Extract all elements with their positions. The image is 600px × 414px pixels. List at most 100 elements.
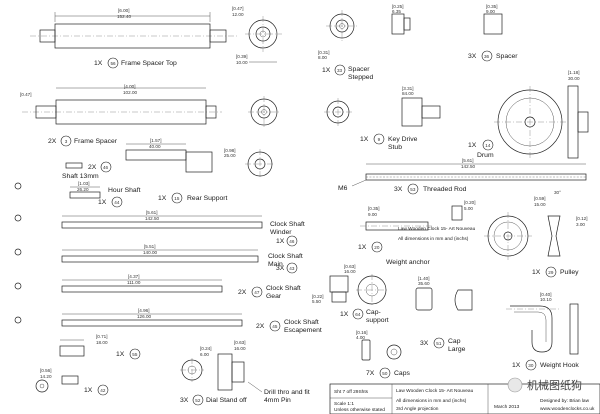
dim-ss-mm: 6.35 xyxy=(392,9,401,14)
dim-fs-in: [4.00] xyxy=(124,84,136,89)
dim-ds2-in: [0.63] xyxy=(234,340,246,345)
label-rear-support: 1X 15 Rear Support xyxy=(158,192,228,204)
clock-shaft-main-drawing: [5.51] 140.00 Clock Shaft Main 3X 43 xyxy=(61,244,303,274)
name-33a: Spacer xyxy=(348,66,370,73)
name-csg-1: Clock Shaft xyxy=(266,285,301,292)
dim-wa-mm: 9.00 xyxy=(368,212,377,217)
qty-29: 1X xyxy=(532,269,541,276)
wechat-icon xyxy=(507,377,523,393)
hour-shaft-drawing: [1.03] 26.20 Hour Shaft 1X 44 xyxy=(69,181,141,208)
dim-ss2-in: [0.31] xyxy=(318,50,330,55)
qty-15: 1X xyxy=(158,195,167,202)
num-csm: 43 xyxy=(289,266,295,271)
qty-64: 1X xyxy=(340,311,349,318)
tb-date: March 2013 xyxy=(494,404,520,410)
num-9: 9 xyxy=(378,137,381,142)
dim-cse-mm: 126.00 xyxy=(137,314,151,319)
dim-ds-mm: 6.00 xyxy=(200,352,209,357)
name-cse-2: Escapement xyxy=(284,327,322,334)
name-29: Pulley xyxy=(560,269,579,276)
pulley-drawing: 30° [0.59] 15.00 [0.12] 3.00 1X 29 Pulle… xyxy=(484,190,588,278)
qty-30: 1X xyxy=(512,362,521,369)
dim-cl-mm: 35.60 xyxy=(418,281,430,286)
num-64: 64 xyxy=(355,312,361,317)
qty-cse: 2X xyxy=(256,323,265,330)
qty-50: 7X xyxy=(366,370,375,377)
dim-hs-in: [1.03] xyxy=(78,181,90,186)
dim-sp-mm: 9.00 xyxy=(486,9,495,14)
clock-shaft-gear-drawing: [4.37] 111.00 2X 47 Clock Shaft Gear xyxy=(61,274,301,300)
dim-caps-mm: 4.00 xyxy=(356,335,365,340)
watermark: 机械图纸狗 xyxy=(507,377,582,393)
tb-tolerance: Unless otherwise stated xyxy=(334,407,385,413)
dim-cs2-in: [0.22] xyxy=(312,294,324,299)
name-64a: Cap- xyxy=(366,309,381,316)
dim-55-mm: 18.00 xyxy=(96,340,108,345)
num-csg: 47 xyxy=(254,290,260,295)
dim-kd-in: [3.31] xyxy=(402,86,414,91)
name-csm-1: Clock Shaft xyxy=(268,253,303,260)
qty-9: 1X xyxy=(360,136,369,143)
label-key-drive-stub: 1X 9 Key Drive Stub xyxy=(360,133,418,151)
num-46a: 46 xyxy=(103,165,109,170)
dim-sp-in: [0.35] xyxy=(486,4,498,9)
qty-csg: 2X xyxy=(238,289,247,296)
dim-ds-in: [0.24] xyxy=(200,346,212,351)
dim-cs-mm: 16.00 xyxy=(344,269,356,274)
label-spacer: 3X 36 Spacer xyxy=(468,50,518,62)
num-20: 20 xyxy=(374,245,380,250)
dim-fst-end-in: [0.39] xyxy=(236,54,248,59)
dim-rs2-in: [0.98] xyxy=(224,148,236,153)
dim-wa-in: [0.35] xyxy=(368,206,380,211)
num-15: 15 xyxy=(174,196,180,201)
key-drive-stub-drawing: [3.31] 84.00 xyxy=(324,86,441,127)
dim-hs-mm: 26.20 xyxy=(77,187,89,192)
name-csg-2: Gear xyxy=(266,293,282,300)
dim-42-mm: 14.20 xyxy=(40,374,52,379)
dim-fst-side-in: [0.47] xyxy=(232,6,244,11)
name-30: Weight Hook xyxy=(540,362,579,369)
watermark-text: 机械图纸狗 xyxy=(527,378,582,392)
tb-project: Law Wooden Clock 15- Art Nouveau xyxy=(396,388,474,394)
dim-csg-mm: 111.00 xyxy=(127,280,141,285)
qty-44: 1X xyxy=(98,199,107,206)
drum-drawing: [1.18] 30.00 xyxy=(494,70,589,159)
callout-m6: M6 xyxy=(338,185,348,192)
name-cse-1: Clock Shaft xyxy=(284,319,319,326)
num-55: 55 xyxy=(132,352,138,357)
drill-note-1: Drill thro and fit xyxy=(264,389,310,396)
cap-support-drawing: [0.63] 16.00 [0.22] 5.50 1X 64 Cap- supp… xyxy=(312,264,389,324)
dim-wa2-in: [0.20] xyxy=(464,200,476,205)
qty-20: 1X xyxy=(358,244,367,251)
qty-51: 3X xyxy=(420,340,429,347)
qty-3: 2X xyxy=(48,138,57,145)
project-note: Law Wooden Clock 15- Art Nouveau All dim… xyxy=(398,226,476,242)
dim-kd-mm: 84.00 xyxy=(402,91,414,96)
qty-52: 3X xyxy=(180,397,189,404)
dim-cs2-mm: 5.50 xyxy=(312,299,321,304)
dim-tr-in: [5.61] xyxy=(462,158,474,163)
dim-fst-end-mm: 10.00 xyxy=(236,60,248,65)
drill-note-2: 4mm Pin xyxy=(264,397,291,404)
name-36: Spacer xyxy=(496,53,518,60)
dim-drum-mm: 30.00 xyxy=(568,76,580,81)
tb-projection: 3rd Angle projection xyxy=(396,406,439,412)
tb-sheet: Sht 7 off 29Shts xyxy=(334,389,369,395)
tb-designer: Designed by: Brian law xyxy=(540,398,590,404)
dim-tr-mm: 142.50 xyxy=(461,164,475,169)
dim-cse-in: [4.96] xyxy=(138,308,150,313)
dim-wh-in: [0.40] xyxy=(540,292,552,297)
dim-csm-mm: 140.00 xyxy=(143,250,157,255)
dim-fst-mm: 152.40 xyxy=(117,14,131,19)
dim-fs-side-in: [0.47] xyxy=(20,92,32,97)
dim-ds2-mm: 16.00 xyxy=(234,346,246,351)
dim-csw-mm: 142.50 xyxy=(145,216,159,221)
name-44: Hour Shaft xyxy=(108,187,141,194)
weight-hook-drawing: [0.40] 10.10 1X 30 Weight Hook xyxy=(506,292,579,371)
dim-fst-side-mm: 12.00 xyxy=(232,12,244,17)
clock-shaft-escapement-drawing: [4.96] 126.00 2X 45 Clock Shaft Escapeme… xyxy=(61,308,322,334)
qty-csw: 1X xyxy=(276,238,285,245)
dim-rs-mm: 40.00 xyxy=(149,144,161,149)
left-shaft-end-views xyxy=(14,182,49,393)
name-56: Frame Spacer Top xyxy=(121,60,177,67)
